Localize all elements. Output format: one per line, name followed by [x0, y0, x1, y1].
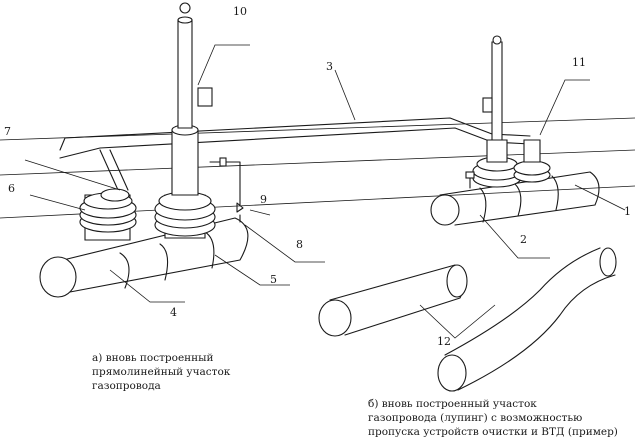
callout-labels: 1 2 3 4 5 6 7 8 9 10 11 12 [4, 5, 631, 348]
main-pipe-left [39, 217, 249, 298]
label-3: 3 [326, 60, 333, 73]
label-5: 5 [270, 273, 277, 286]
caption-b-line2: газопровода (лупинг) с возможностью [368, 412, 582, 424]
label-8: 8 [296, 238, 303, 251]
loop-pipe-curved [437, 247, 617, 392]
label-12: 12 [437, 335, 451, 348]
connecting-pipe-3 [59, 117, 531, 191]
caption-b: б) вновь построенный участок газопровода… [368, 398, 618, 438]
label-2: 2 [520, 233, 527, 246]
caption-a-line3: газопровода [92, 380, 161, 392]
caption-a-line1: а) вновь построенный [92, 352, 214, 364]
caption-b-line1: б) вновь построенный участок [368, 398, 537, 410]
leader-lines [24, 44, 626, 339]
sensor-9 [209, 157, 244, 223]
caption-a-line2: прямолинейный участок [92, 366, 231, 378]
label-9: 9 [260, 193, 267, 206]
valve-assembly-11 [465, 35, 551, 189]
label-6: 6 [8, 182, 15, 195]
caption-b-line3: пропуска устройств очистки и ВТД (пример… [368, 426, 618, 438]
label-4: 4 [170, 306, 177, 319]
stand-valve-10 [154, 2, 216, 239]
label-1: 1 [624, 205, 631, 218]
valve-assembly-6 [79, 188, 137, 241]
label-10: 10 [233, 5, 247, 18]
main-pipe-right [430, 171, 600, 226]
label-11: 11 [572, 56, 586, 69]
loop-pipe-straight [318, 264, 468, 337]
caption-a: а) вновь построенный прямолинейный участ… [92, 352, 231, 392]
label-7: 7 [4, 125, 11, 138]
